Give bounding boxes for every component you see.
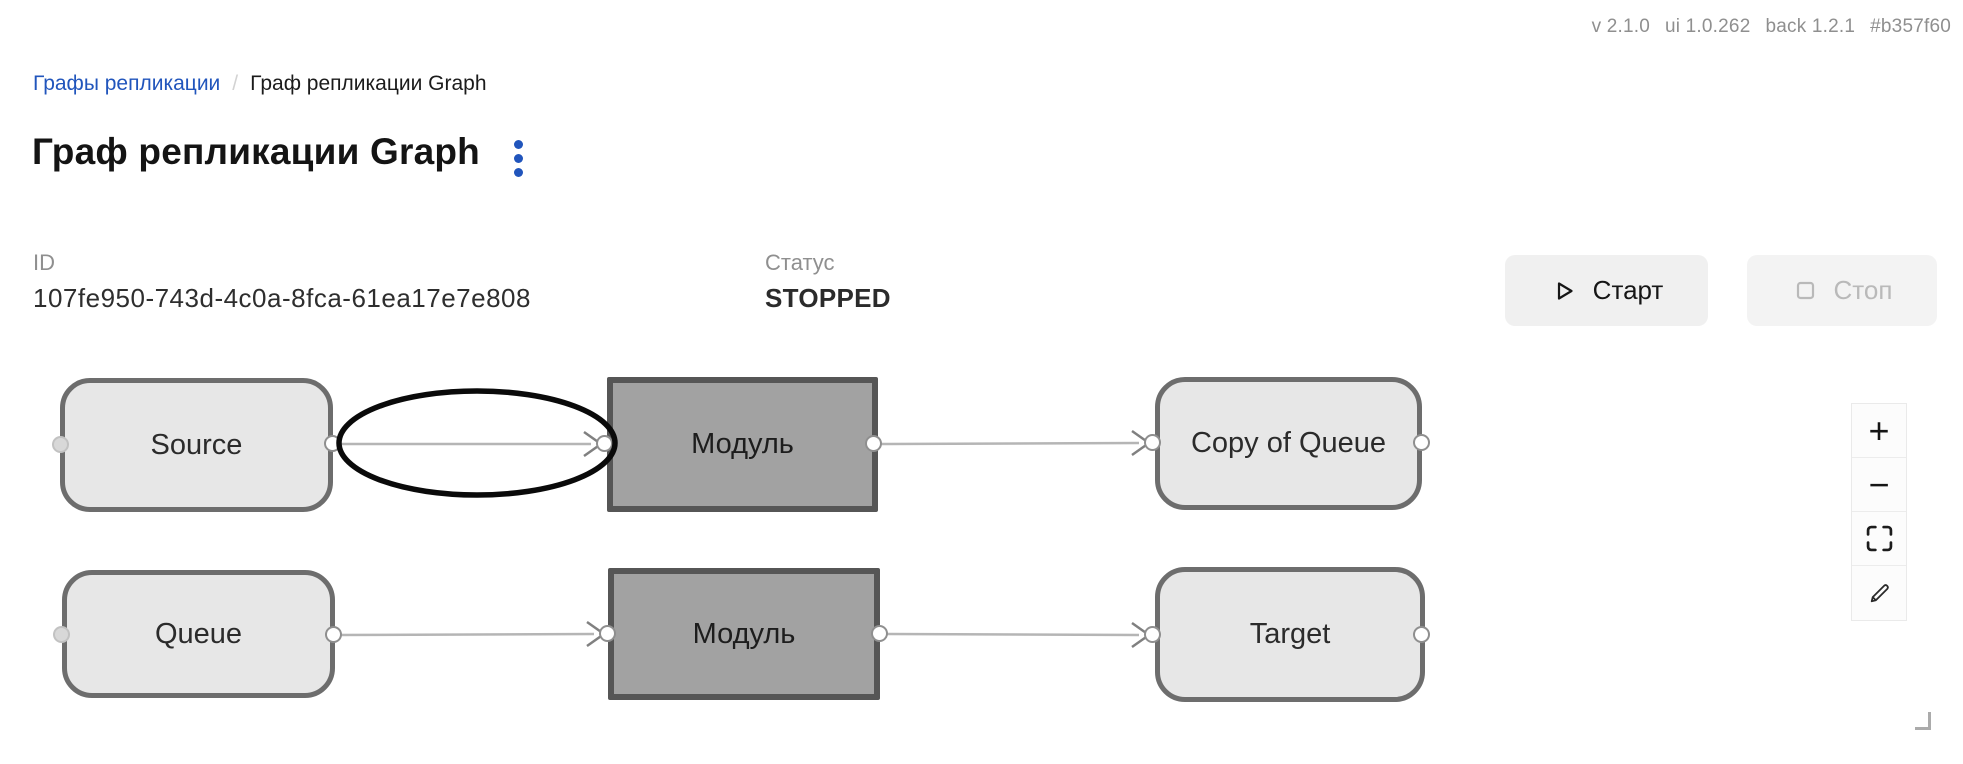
port-source-in[interactable]: [52, 436, 69, 453]
version-app: v 2.1.0: [1591, 16, 1650, 37]
node-queue[interactable]: Queue: [62, 570, 335, 698]
pencil-icon: [1870, 583, 1889, 602]
stop-button-label: Стоп: [1833, 275, 1893, 305]
status-label: Статус: [765, 250, 835, 275]
port-target-out[interactable]: [1413, 626, 1430, 643]
node-module-1[interactable]: Модуль: [607, 377, 878, 512]
minus-icon: −: [1868, 463, 1890, 505]
node-copy-of-queue[interactable]: Copy of Queue: [1155, 377, 1422, 510]
start-button[interactable]: Старт: [1505, 255, 1708, 326]
status-value: STOPPED: [765, 283, 891, 313]
kebab-menu-icon[interactable]: [508, 136, 529, 181]
port-queue-out[interactable]: [325, 626, 342, 643]
plus-icon: +: [1868, 409, 1890, 451]
node-source-label: Source: [150, 428, 243, 461]
edit-graph-button[interactable]: [1852, 566, 1906, 620]
page-title: Граф репликации Graph: [32, 130, 480, 172]
breadcrumb-current: Граф репликации Graph: [250, 72, 487, 95]
stop-square-icon: [1796, 281, 1814, 300]
node-module-2-label: Модуль: [692, 617, 796, 650]
zoom-in-button[interactable]: +: [1852, 404, 1906, 458]
port-copy-of-queue-out[interactable]: [1413, 434, 1430, 451]
play-icon: [1557, 281, 1573, 300]
version-ui: ui 1.0.262: [1665, 16, 1751, 37]
start-button-label: Старт: [1592, 275, 1664, 305]
graph-toolbar: + −: [1851, 403, 1907, 621]
resize-corner[interactable]: [1915, 712, 1931, 730]
port-module1-in[interactable]: [596, 435, 613, 452]
port-copy-of-queue-in[interactable]: [1144, 434, 1161, 451]
zoom-out-button[interactable]: −: [1852, 458, 1906, 512]
port-module2-in[interactable]: [599, 625, 616, 642]
node-queue-label: Queue: [154, 617, 243, 650]
port-module1-out[interactable]: [865, 435, 882, 452]
port-queue-in[interactable]: [53, 626, 70, 643]
node-source[interactable]: Source: [60, 378, 333, 512]
id-label: ID: [33, 250, 55, 275]
node-module-1-label: Модуль: [691, 428, 794, 460]
breadcrumb-link-graphs[interactable]: Графы репликации: [33, 72, 221, 95]
port-source-out[interactable]: [324, 435, 341, 452]
node-target[interactable]: Target: [1155, 567, 1425, 702]
version-back: back 1.2.1: [1765, 16, 1856, 37]
breadcrumb: Графы репликации / Граф репликации Graph: [33, 72, 487, 96]
version-hash: #b357f60: [1870, 16, 1951, 37]
node-target-label: Target: [1249, 618, 1331, 650]
port-module2-out[interactable]: [871, 625, 888, 642]
node-copy-of-queue-label: Copy of Queue: [1190, 427, 1387, 459]
fullscreen-icon: [1866, 525, 1892, 552]
id-value: 107fe950-743d-4c0a-8fca-61ea17e7e808: [33, 283, 531, 313]
version-info: v 2.1.0 ui 1.0.262 back 1.2.1 #b357f60: [1592, 16, 1951, 38]
port-target-in[interactable]: [1144, 626, 1161, 643]
stop-button[interactable]: Стоп: [1747, 255, 1937, 326]
node-module-2[interactable]: Модуль: [608, 568, 880, 700]
fit-view-button[interactable]: [1852, 512, 1906, 566]
breadcrumb-separator: /: [232, 72, 239, 95]
